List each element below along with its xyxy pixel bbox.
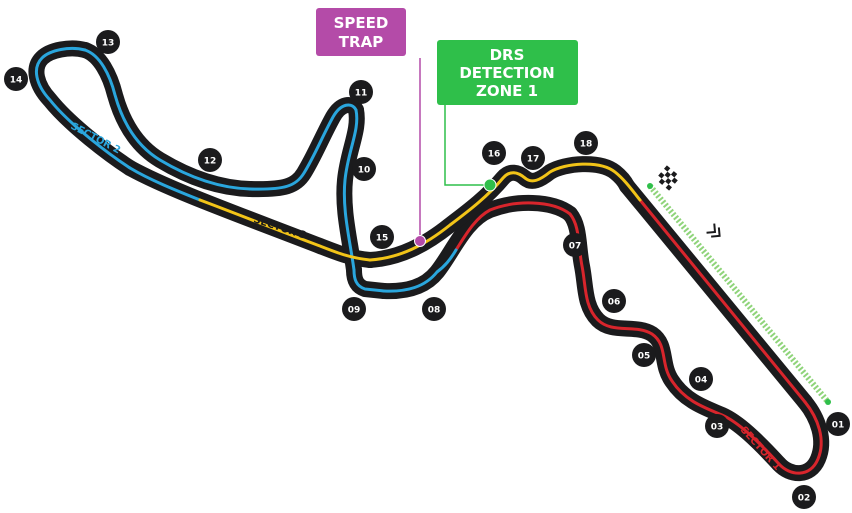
speed-trap-label-line2: TRAP — [339, 33, 383, 51]
drs-label-line3: ZONE 1 — [476, 82, 538, 100]
turn-marker-12: 12 — [198, 148, 222, 172]
drs-detection-marker — [483, 178, 497, 192]
svg-text:16: 16 — [488, 150, 501, 160]
svg-text:11: 11 — [355, 89, 368, 99]
svg-text:05: 05 — [638, 352, 651, 362]
turn-marker-08: 08 — [422, 297, 446, 321]
turn-marker-07: 07 — [563, 233, 587, 257]
turn-marker-06: 06 — [602, 289, 626, 313]
turn-marker-05: 05 — [632, 343, 656, 367]
svg-text:15: 15 — [376, 234, 389, 244]
svg-text:01: 01 — [832, 421, 845, 431]
sector-1-line — [454, 198, 823, 475]
turn-marker-15: 15 — [370, 225, 394, 249]
speed-trap-callout: SPEED TRAP — [316, 8, 426, 247]
svg-text:04: 04 — [695, 376, 708, 386]
svg-text:03: 03 — [711, 423, 724, 433]
svg-text:12: 12 — [204, 157, 217, 167]
turn-marker-09: 09 — [342, 297, 366, 321]
turn-marker-01: 01 — [826, 412, 850, 436]
drs-label-line2: DETECTION — [459, 64, 554, 82]
turn-marker-14: 14 — [4, 67, 28, 91]
svg-text:09: 09 — [348, 306, 361, 316]
sector-3-line — [198, 162, 642, 262]
svg-text:02: 02 — [798, 494, 811, 504]
sector-1-label: SECTOR 1 — [738, 425, 783, 473]
checkered-flag-icon — [655, 165, 681, 191]
svg-text:08: 08 — [428, 306, 441, 316]
drs-detection-callout: DRS DETECTION ZONE 1 — [437, 40, 578, 192]
drs-zone — [647, 183, 831, 405]
svg-text:07: 07 — [569, 242, 582, 252]
turn-marker-13: 13 — [96, 30, 120, 54]
turn-marker-18: 18 — [574, 131, 598, 155]
turn-marker-04: 04 — [689, 367, 713, 391]
chevron-direction-icon — [706, 223, 721, 238]
svg-text:06: 06 — [608, 298, 621, 308]
track-base — [28, 40, 830, 482]
speed-trap-label-line1: SPEED — [334, 14, 389, 32]
sector-2-line — [34, 46, 458, 293]
turn-marker-03: 03 — [705, 414, 729, 438]
turn-marker-17: 17 — [521, 146, 545, 170]
turn-marker-11: 11 — [349, 80, 373, 104]
svg-text:13: 13 — [102, 39, 115, 49]
svg-text:18: 18 — [580, 140, 593, 150]
turn-marker-16: 16 — [482, 141, 506, 165]
turn-markers: 01 02 03 04 05 06 07 08 09 10 11 12 13 1… — [4, 30, 850, 509]
drs-label-line1: DRS — [490, 46, 525, 64]
turn-marker-10: 10 — [352, 157, 376, 181]
svg-text:14: 14 — [10, 76, 23, 86]
svg-text:17: 17 — [527, 155, 540, 165]
svg-text:10: 10 — [358, 166, 371, 176]
turn-marker-02: 02 — [792, 485, 816, 509]
speed-trap-marker — [414, 235, 426, 247]
